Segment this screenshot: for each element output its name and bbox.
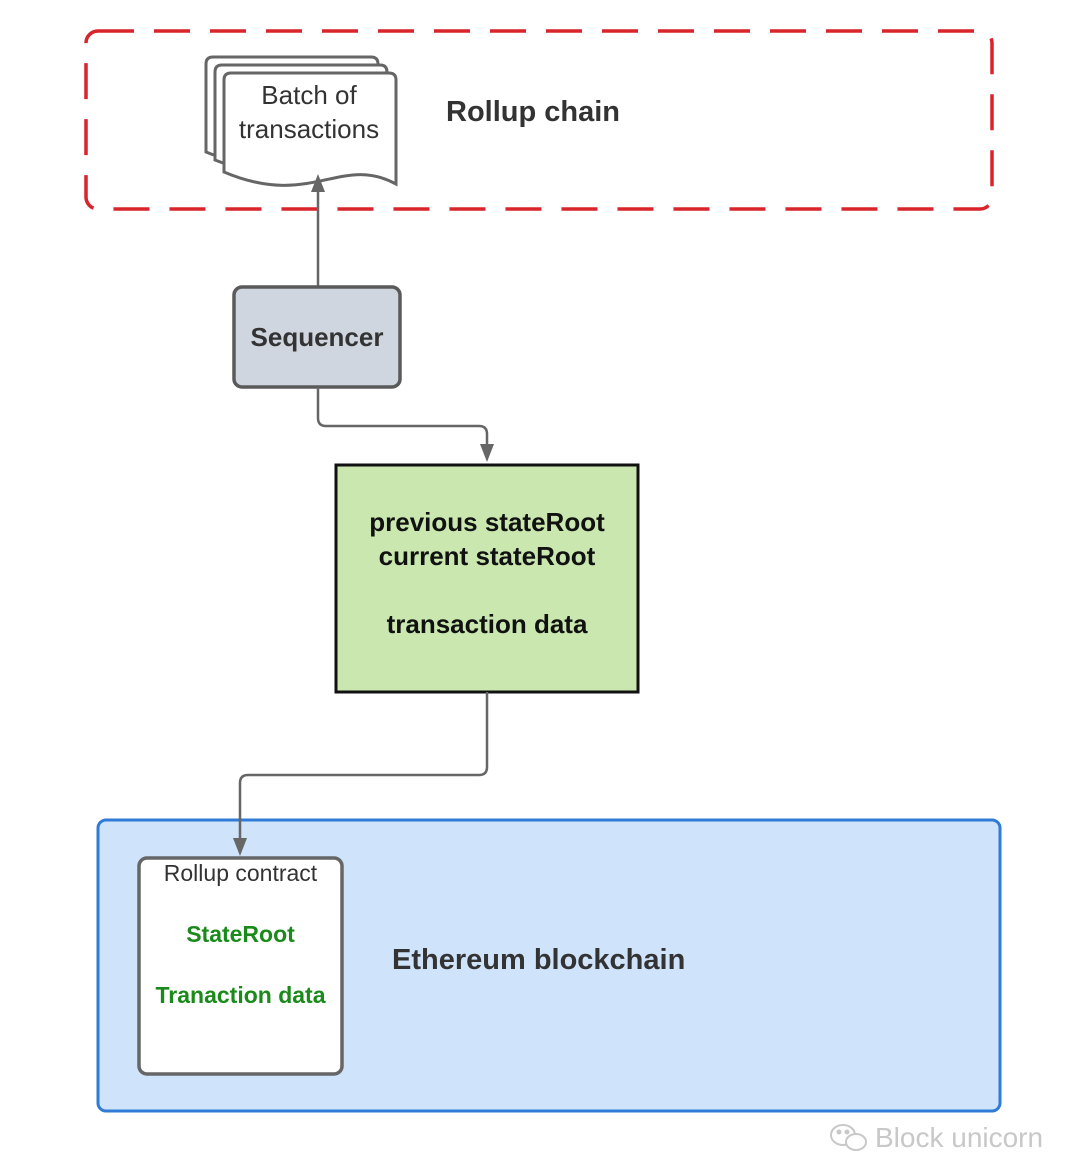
ethereum-blockchain-title: Ethereum blockchain [392, 944, 686, 976]
watermark-label: Block unicorn [875, 1122, 1044, 1153]
contract-stateroot-text: StateRoot [186, 921, 295, 947]
current-stateroot-text: current stateRoot [378, 541, 596, 571]
contract-transaction-data-text: Tranaction data [155, 982, 326, 1008]
arrow-sequencer-to-state [316, 387, 494, 462]
watermark-text: Block unicorn [875, 1122, 1043, 1154]
arrow-sequencer-to-batch [311, 174, 325, 286]
sequencer-label: Sequencer [250, 321, 384, 352]
previous-stateroot-text: previous stateRoot [369, 507, 605, 537]
rollup-contract-title: Rollup contract [163, 860, 318, 886]
rollup-contract-box [137, 856, 344, 1076]
state-box-text: previous stateRoot current stateRoot tra… [336, 505, 638, 641]
rollup-chain-title: Rollup chain [446, 96, 620, 128]
batch-label-line1: Batch of [261, 80, 357, 110]
rollup-chain-container [84, 29, 994, 211]
state-data-box [334, 463, 640, 694]
transaction-data-text: transaction data [386, 609, 588, 639]
batch-label: Batch of transactions [222, 78, 396, 146]
arrow-state-to-contract [233, 692, 489, 856]
batch-document-stack [204, 55, 398, 187]
wechat-icon [830, 1124, 867, 1151]
batch-label-line2: transactions [238, 114, 380, 144]
